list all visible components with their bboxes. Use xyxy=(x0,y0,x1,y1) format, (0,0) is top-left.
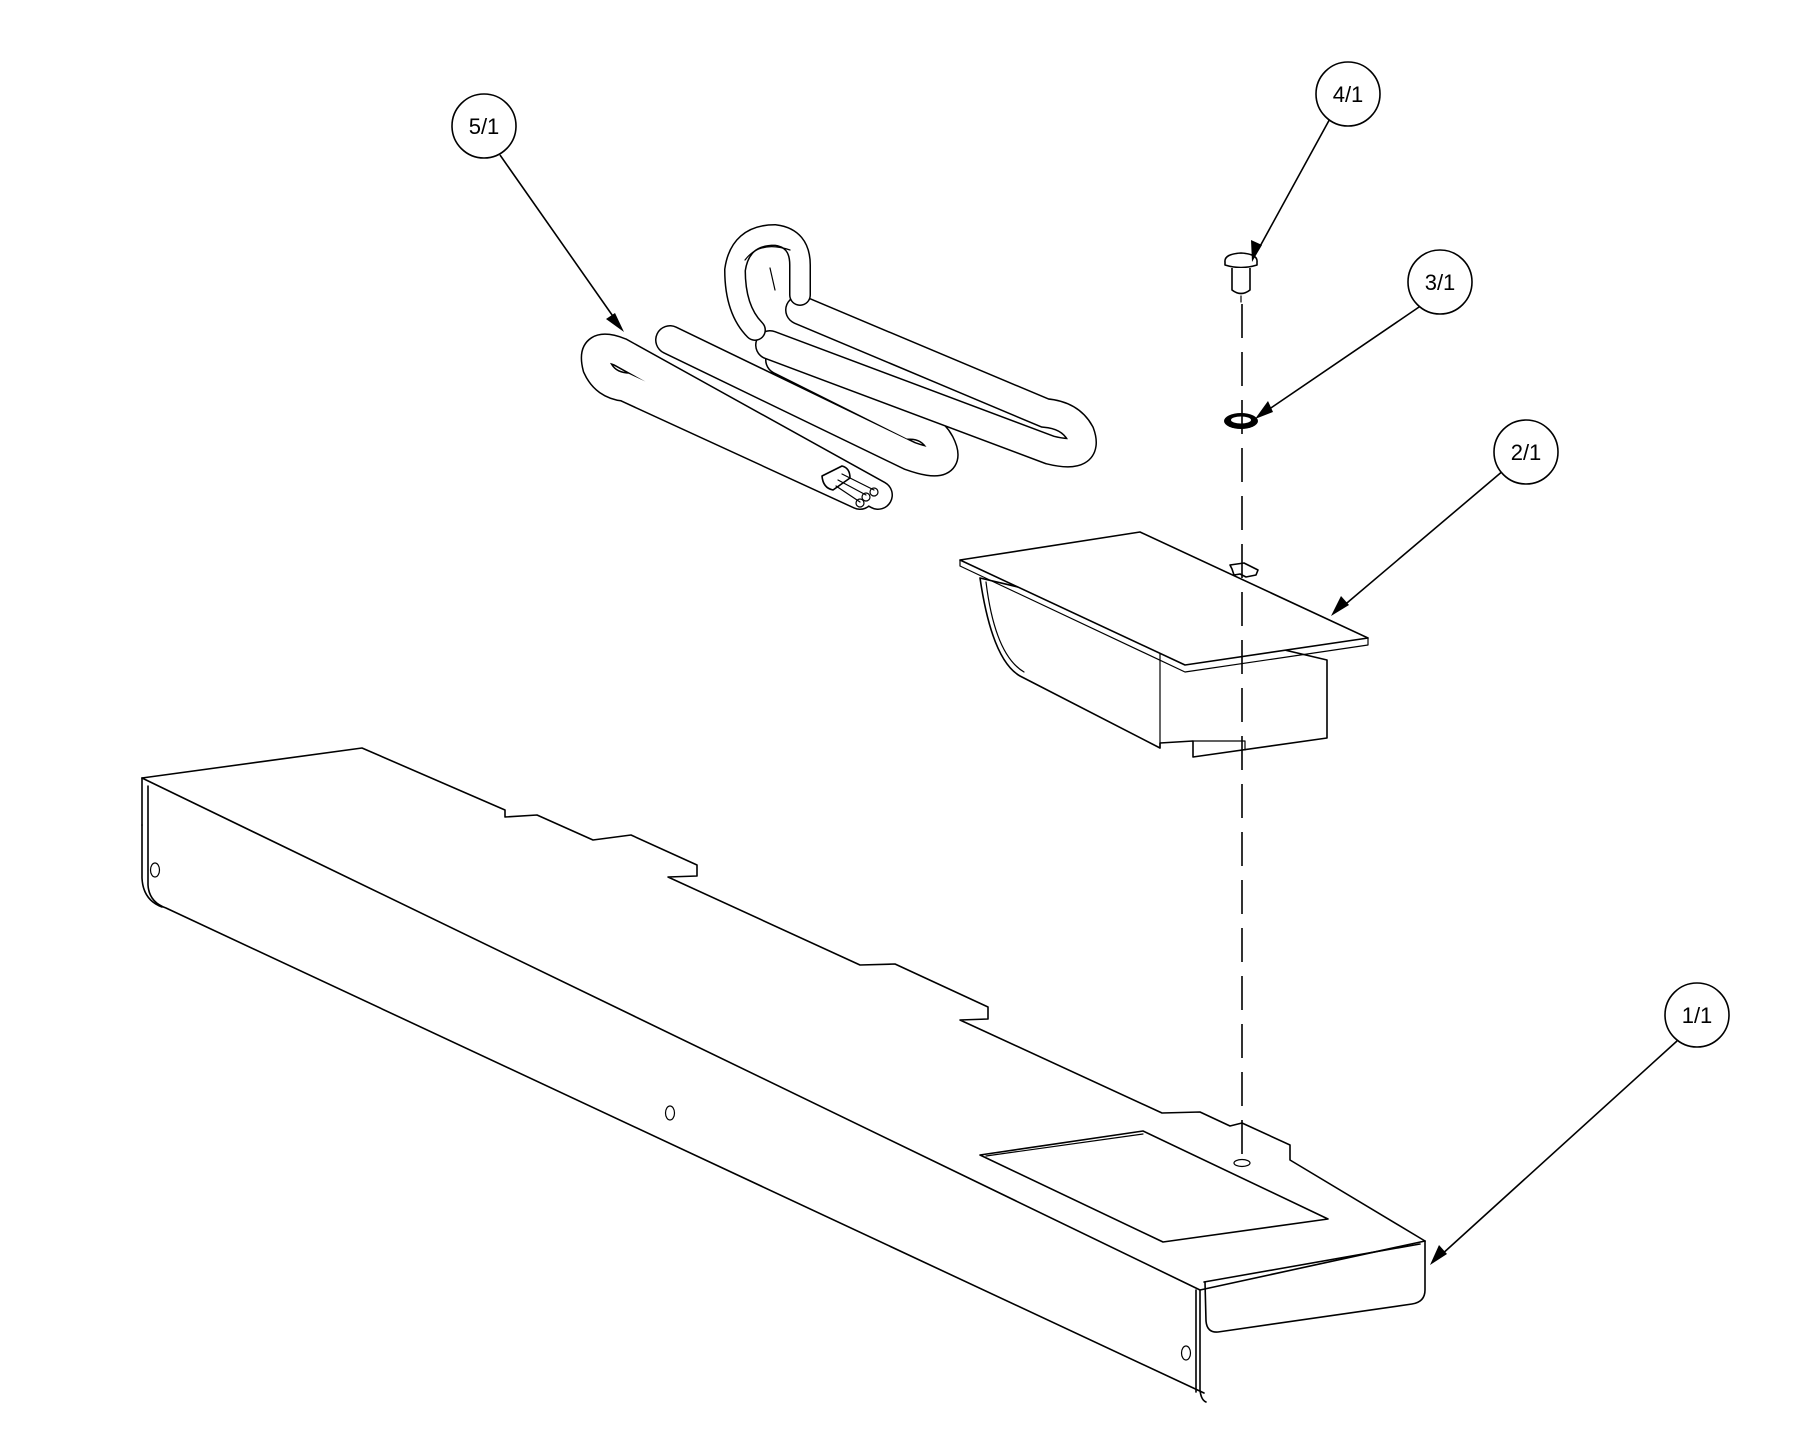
part-heating-element xyxy=(580,223,1097,510)
leader-lines xyxy=(499,114,1678,1265)
callout-balloon-5: 5/1 xyxy=(451,93,517,159)
part-washer xyxy=(1224,413,1258,429)
callout-balloon-3: 3/1 xyxy=(1407,249,1473,315)
callout-label-3: 3/1 xyxy=(1425,270,1456,295)
callout-label-5: 5/1 xyxy=(469,114,500,139)
callout-balloon-1: 1/1 xyxy=(1664,982,1730,1048)
callout-label-4: 4/1 xyxy=(1333,82,1364,107)
callout-balloon-4: 4/1 xyxy=(1315,61,1381,127)
callout-label-2: 2/1 xyxy=(1511,440,1542,465)
callout-balloon-2: 2/1 xyxy=(1493,419,1559,485)
part-channel-bracket xyxy=(141,747,1426,1403)
part-heater-box xyxy=(959,531,1369,758)
part-screw xyxy=(1224,252,1258,303)
callout-label-1: 1/1 xyxy=(1682,1003,1713,1028)
